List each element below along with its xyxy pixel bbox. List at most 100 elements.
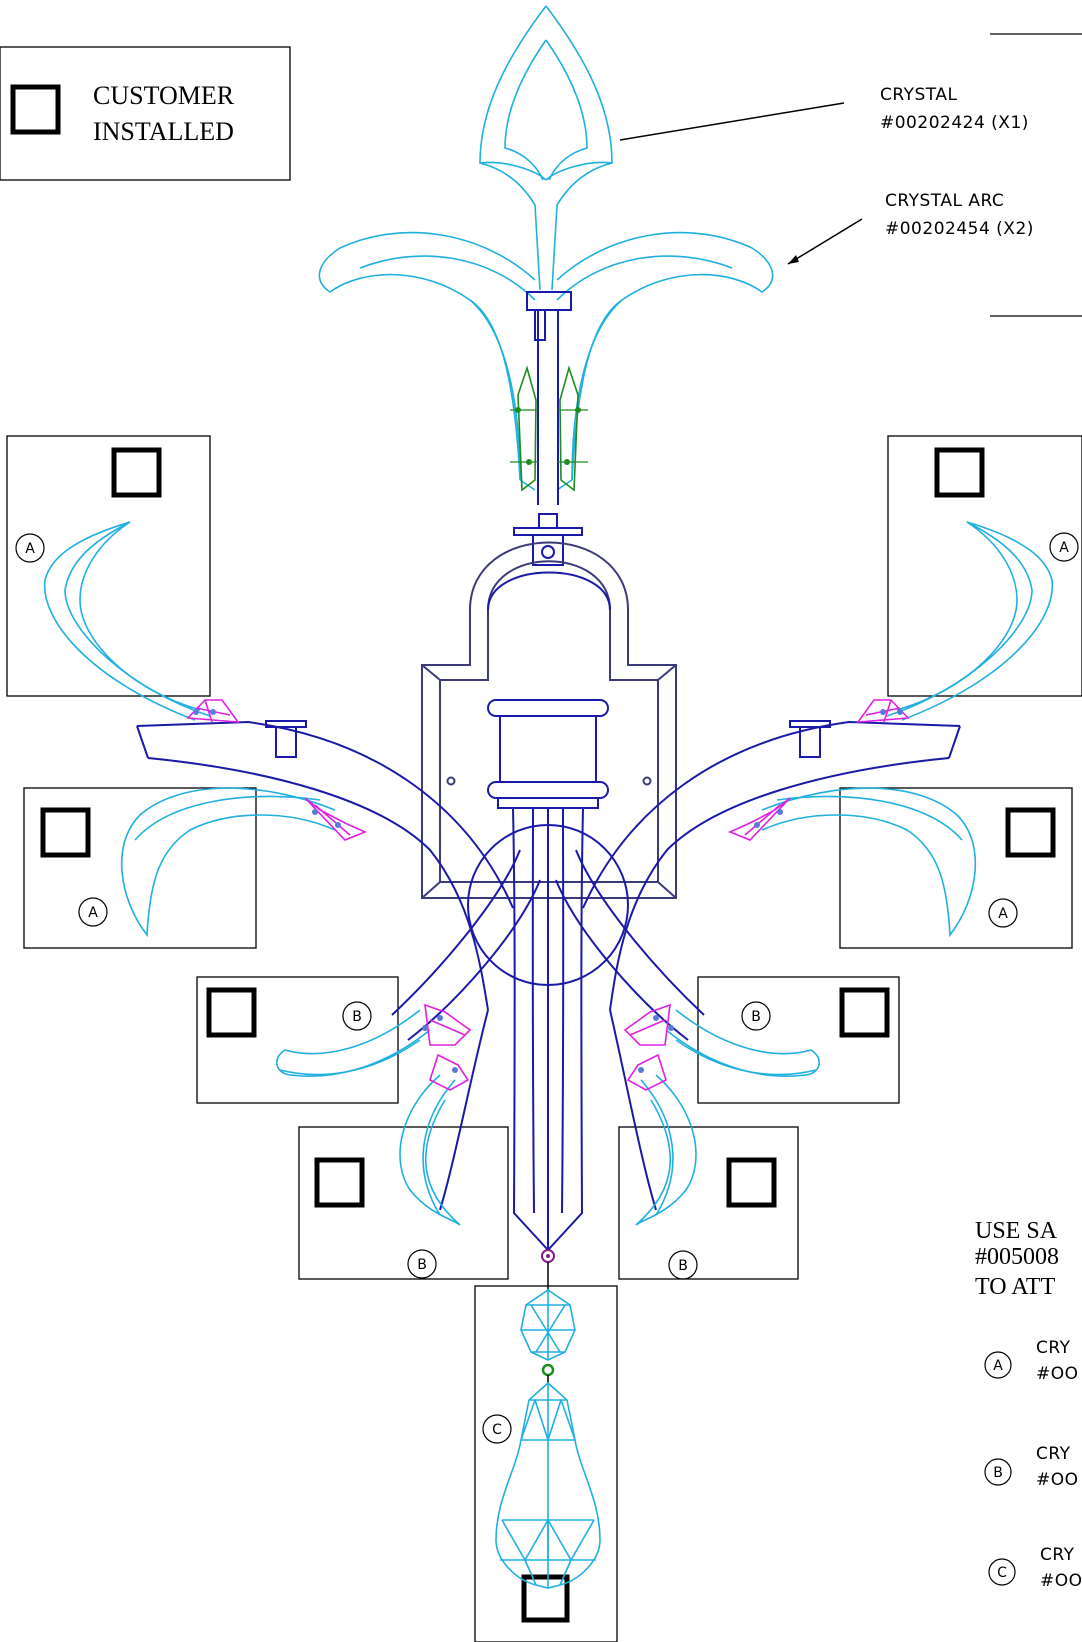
arms-part (136, 720, 514, 1011)
arms-part (439, 1009, 657, 1211)
crystal-arcs-part (635, 1074, 697, 1226)
backplate-part (421, 664, 441, 681)
backplate-part (657, 664, 677, 681)
backplate-part (421, 881, 441, 899)
install-box-left-bottom (298, 1126, 509, 1280)
key-marker-b (984, 1458, 1012, 1486)
install-box-right-mid (839, 787, 1073, 949)
clips-part-part (653, 1015, 659, 1021)
marker-c (482, 1414, 512, 1444)
arms-part (546, 1254, 550, 1258)
top-crystal-part (571, 299, 623, 481)
install-square-icon (314, 1157, 365, 1208)
arc-callout-part: #00202454 (X2) (885, 219, 1034, 239)
clips-part-part (437, 1015, 443, 1021)
backplate-part (487, 781, 609, 799)
arms-part (136, 725, 149, 759)
install-square-icon (1005, 807, 1056, 858)
clips-part (727, 797, 791, 841)
clips-part-part (210, 709, 216, 715)
install-box-left-mid (23, 787, 257, 949)
assembly-note: USE SA #005008 TO ATT (975, 1218, 1059, 1300)
note-line3: TO ATT (975, 1274, 1056, 1300)
legend-line1: CUSTOMER (93, 81, 235, 110)
top-crystal-part (469, 299, 521, 481)
install-box-center (474, 1285, 618, 1642)
callouts: CRYSTAL #00202424 (X1) CRYSTAL ARC #0020… (619, 33, 1082, 317)
crystal-arcs-part (134, 795, 321, 841)
pendant-crystals-part (501, 1518, 595, 1586)
legend-box-part (0, 46, 291, 181)
backplate-part (487, 571, 611, 611)
crystal-arcs-part (279, 1039, 421, 1076)
key-marker-c (988, 1558, 1016, 1586)
marker-b-label: B (751, 1009, 761, 1025)
backplate-part (446, 776, 456, 786)
marker-b-label: B (417, 1257, 427, 1273)
crystal-arcs-part (120, 787, 336, 938)
top-crystal-part (517, 365, 537, 492)
arms-part (275, 726, 297, 758)
crystal-arcs-part (399, 1074, 461, 1226)
arms-part (391, 849, 541, 1041)
top-crystal-part (556, 255, 733, 301)
marker-a (78, 897, 108, 927)
arms-part (467, 824, 629, 986)
key-c-part: #OO (1040, 1571, 1082, 1591)
pendant-crystals-part (520, 1399, 576, 1443)
arc-callout-title: CRYSTAL ARC (885, 191, 1004, 211)
arms-part (582, 720, 961, 1011)
key-b-letter: B (993, 1465, 1003, 1481)
crystal-callout-title: CRYSTAL (880, 85, 957, 105)
key-a-title: CRY (1036, 1338, 1071, 1358)
crystal-arcs-part (64, 521, 211, 717)
top-crystal-part (534, 309, 546, 341)
backplate-part (421, 541, 677, 899)
crystal-callout-part: #00202424 (X1) (880, 113, 1029, 133)
install-square-icon (40, 807, 91, 858)
top-crystal-part (575, 407, 581, 413)
crystal-arcs-part (675, 1039, 817, 1076)
crystal-arcs-part (776, 795, 963, 841)
clips-part-part (452, 1067, 458, 1073)
clips-part (424, 1003, 472, 1046)
install-box-left-upper (6, 435, 211, 697)
top-crystal-part (504, 39, 588, 181)
marker-a-label: A (25, 541, 35, 557)
key-b-title: CRY (1036, 1444, 1071, 1464)
marker-b-label: B (352, 1009, 362, 1025)
key-marker-a (984, 1351, 1012, 1379)
install-box-right-bottom (618, 1126, 799, 1280)
clips-part-part (668, 1025, 674, 1031)
install-square-icon (206, 987, 257, 1038)
top-crystal-part (556, 231, 774, 481)
crystal-arcs-part (422, 1079, 456, 1216)
key-c-letter: C (997, 1565, 1007, 1581)
clips-part (626, 1053, 667, 1091)
clips-part-part (897, 709, 903, 715)
backplate-part (497, 797, 599, 809)
note-line2: #005008 (975, 1244, 1059, 1270)
top-crystal-part (541, 545, 555, 559)
clips-part-part (193, 709, 199, 715)
install-box-left-lower (196, 976, 399, 1104)
arms-part (531, 807, 565, 1214)
marker-b (668, 1250, 698, 1280)
callouts-part (788, 255, 799, 264)
marker-a (15, 533, 45, 563)
marker-b (342, 1001, 372, 1031)
install-square-icon (111, 447, 162, 498)
top-crystal-part (318, 231, 536, 481)
clips-part-part (880, 709, 886, 715)
crystal-arcs-part (761, 787, 977, 938)
note-line1: USE SA (975, 1218, 1058, 1244)
crystal-key: A CRY #OO B CRY #OO C CRY #OO (984, 1338, 1082, 1591)
marker-a-label: A (88, 905, 98, 921)
top-crystal-part (526, 459, 532, 465)
backplate-part (657, 881, 677, 899)
clips-part-part (422, 1025, 428, 1031)
marker-a (988, 898, 1018, 928)
top-crystal-part (532, 534, 564, 566)
top-crystal-part (515, 407, 521, 413)
